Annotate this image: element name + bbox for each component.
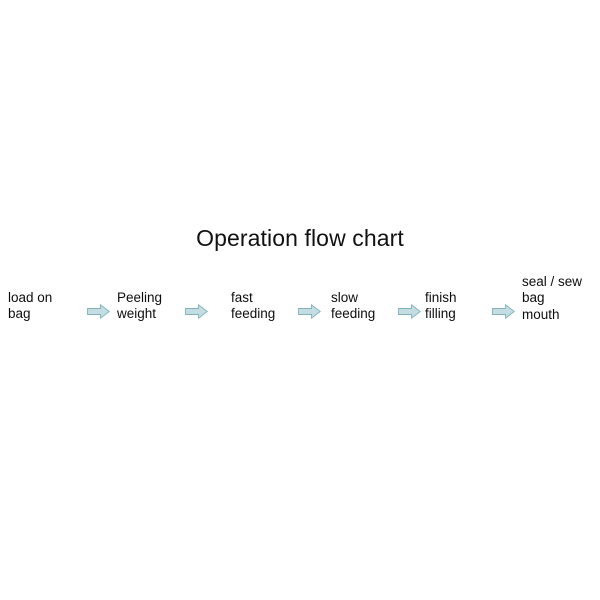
right-block-arrow-icon <box>492 304 515 319</box>
flow-step-seal-sew-bag-mouth[interactable]: seal / sew bag mouth <box>522 274 583 322</box>
flow-step-load-on-bag[interactable]: load on bag <box>8 290 53 322</box>
flow-step-peeling-weight[interactable]: Peeling weight <box>117 290 163 322</box>
flow-step-finish-filling[interactable]: finish filling <box>425 290 457 322</box>
right-block-arrow-icon <box>298 304 321 319</box>
page-title: Operation flow chart <box>196 225 404 251</box>
right-block-arrow-icon <box>87 304 110 319</box>
right-block-arrow-icon <box>185 304 208 319</box>
operation-flow-row: load on bag Peeling weight fast feeding … <box>0 274 600 342</box>
flow-step-slow-feeding[interactable]: slow feeding <box>331 290 376 322</box>
flow-step-fast-feeding[interactable]: fast feeding <box>231 290 276 322</box>
right-block-arrow-icon <box>398 304 421 319</box>
